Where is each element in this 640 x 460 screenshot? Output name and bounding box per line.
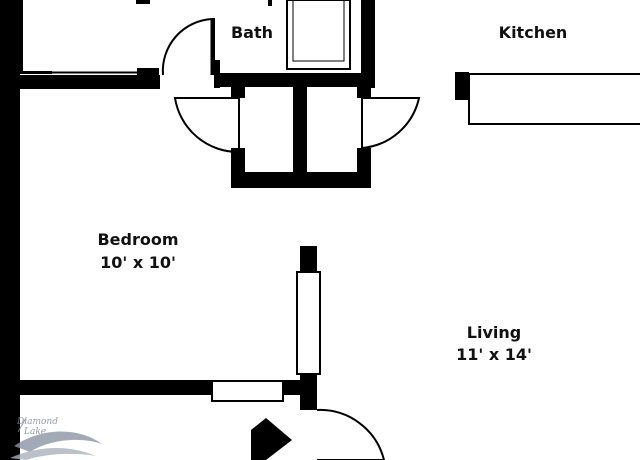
- bedroom-dimensions: 10' x 10': [100, 253, 176, 272]
- logo-mark: [17, 417, 27, 433]
- bathtub-inner: [292, 0, 345, 62]
- bath-door-swing: [161, 18, 215, 76]
- bath-wall-right: [361, 0, 375, 88]
- walls: [0, 0, 469, 460]
- closet-wall-bottom-right: [137, 68, 159, 78]
- sliding-door-partition: [296, 271, 321, 375]
- diamond-lake-logo: Diamond Lake: [10, 417, 102, 460]
- living-dimensions: 11' x 14': [456, 345, 532, 364]
- bedroom-label: Bedroom: [97, 230, 178, 249]
- closet-wall-bottom: [20, 71, 52, 74]
- wall-bath-bottom: [214, 73, 374, 87]
- kitchen-label: Kitchen: [499, 23, 568, 42]
- kitchen-wall-stub: [455, 72, 469, 100]
- room-labels: Bath Kitchen Bedroom 10' x 10' Living 11…: [97, 23, 567, 364]
- entry-door-swing: [316, 408, 386, 460]
- closet-post-right: [357, 86, 371, 98]
- logo-swoosh: [14, 431, 102, 452]
- bath-label: Bath: [231, 23, 273, 42]
- closet-right-wall: [357, 148, 371, 188]
- closet-right-door-swing: [361, 97, 421, 150]
- closet-center-wall: [293, 86, 307, 188]
- exterior-wall-left: [0, 0, 20, 460]
- partition-post-top: [300, 246, 317, 272]
- living-label: Living: [467, 323, 521, 342]
- sink-fixture: [268, 0, 272, 6]
- logo-text-line2: Lake: [23, 427, 46, 437]
- closet-left-door-swing: [173, 97, 240, 154]
- closet-post-left: [231, 86, 245, 98]
- kitchen-counter: [468, 73, 640, 125]
- sliding-door-bedroom: [211, 380, 284, 402]
- closet-post-top: [136, 0, 150, 4]
- wall-bedroom-top: [0, 75, 160, 89]
- logo-swoosh-lower: [10, 448, 96, 460]
- closet-wall-left: [20, 0, 23, 74]
- door-swings: [161, 18, 421, 460]
- bath-wall-left-stub: [214, 60, 220, 88]
- partition-wall-stub: [283, 380, 317, 395]
- logo-text-line1: Diamond: [16, 417, 58, 427]
- bedroom-bottom-wall: [0, 380, 212, 395]
- bathtub: [286, 0, 351, 70]
- entry-arrow: [251, 418, 292, 460]
